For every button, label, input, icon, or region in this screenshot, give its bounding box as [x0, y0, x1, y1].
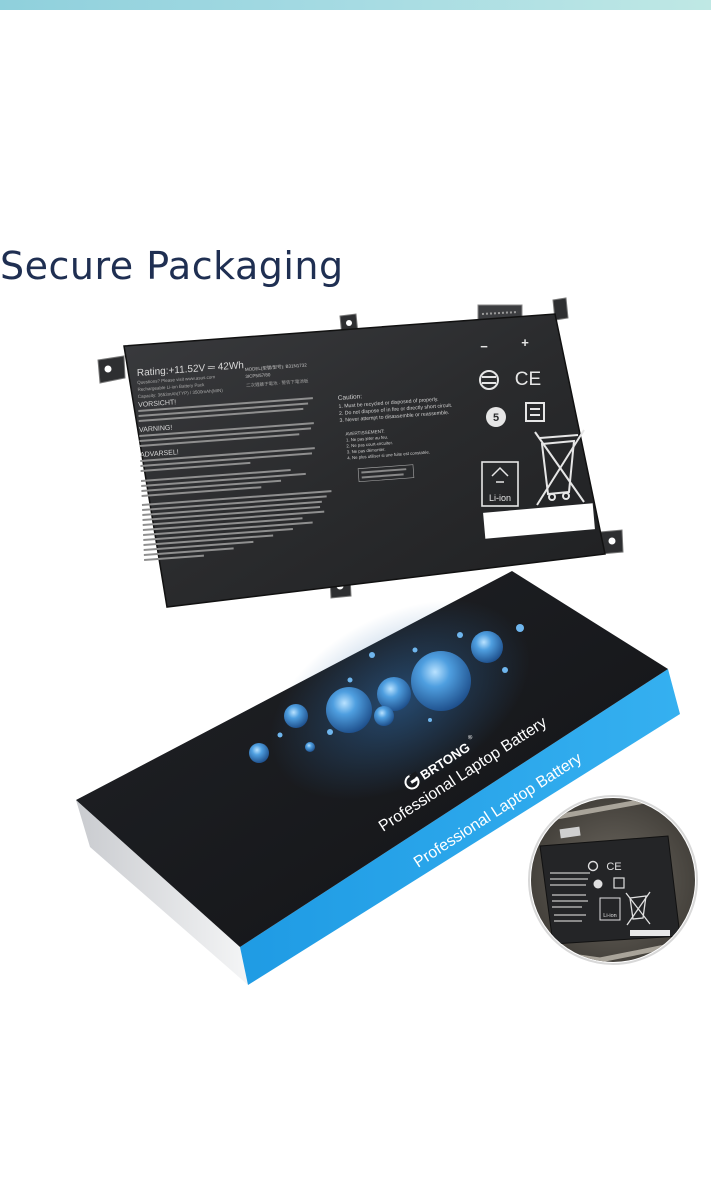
inset-li-ion-text: Li-ion [603, 913, 616, 919]
battery-body [123, 313, 606, 608]
certification-square-icon [525, 402, 545, 422]
battery-warning-lines [138, 397, 313, 422]
installed-battery-inset: CE Li-ion [528, 795, 698, 965]
bubble [277, 732, 283, 738]
battery-pack-type: Rechargeable Li-ion Battery Pack [137, 382, 205, 392]
bubble-graphics [249, 624, 524, 763]
battery-small-box [357, 464, 415, 482]
bubble [369, 652, 375, 658]
li-ion-text: Li-ion [489, 493, 511, 503]
recycle-5-icon: 5 [486, 407, 506, 427]
inset-weee-icon [625, 891, 651, 926]
battery-cell: 3ICP5/57/80 [245, 372, 271, 379]
bubble [471, 631, 503, 663]
top-accent-bar [0, 0, 711, 10]
svg-text:5: 5 [493, 412, 499, 424]
bubble [347, 677, 353, 683]
battery-plus-sign: + [521, 335, 529, 350]
battery-vorsicht: VORSICHT! [138, 399, 176, 409]
battery-av-1: 1. Ne pas jeter au feu. [346, 434, 389, 442]
bubble [412, 647, 418, 653]
battery-white-label [483, 503, 595, 539]
bubble [327, 729, 333, 735]
box-side-face [240, 669, 680, 985]
ce-mark-icon: CE [515, 369, 541, 390]
bubble [305, 742, 315, 752]
brand-registered-mark: ® [467, 733, 475, 742]
bubble [249, 743, 269, 763]
bubble [428, 718, 432, 722]
inset-rohs-icon [587, 860, 599, 872]
bubble [411, 651, 471, 711]
battery-capacity: Capacity: 3653mAh(TYP) / 3500mAh(MIN) [138, 388, 224, 399]
battery-avertissement: AVERTISSEMENT: [345, 429, 384, 437]
battery-minus-sign: − [480, 339, 488, 354]
battery-model: MODEL(型號/型号): B31N1732 [245, 361, 308, 373]
bubble [502, 667, 508, 673]
brtong-logo-icon [404, 771, 420, 790]
inset-certification-icon [613, 877, 625, 889]
bubble [457, 632, 463, 638]
battery-varning: VARNING! [139, 425, 173, 434]
bubble [516, 624, 524, 632]
page-title: Secure Packaging [0, 244, 344, 288]
battery-questions: Questions? Please visit www.asus.com [137, 374, 215, 385]
battery-advarsel: ADVARSEL! [140, 449, 179, 459]
battery-av-2: 2. Ne pas court-circuiter. [346, 440, 393, 448]
bubble [374, 706, 394, 726]
mounting-tabs [97, 297, 624, 599]
weee-bin-icon [534, 429, 585, 506]
li-ion-recycle-icon: Li-ion [481, 461, 519, 507]
inset-recycle-5-icon [593, 879, 603, 889]
rohs-icon [479, 370, 499, 390]
inset-li-ion-icon [599, 897, 621, 921]
bubble [284, 704, 308, 728]
battery-pack: Rating:+11.52V ═ 42Wh Questions? Please … [97, 297, 624, 608]
battery-cn-line: 二次鋰離子電池 · 警告下電池板 [246, 377, 309, 389]
inset-ce-mark: CE [606, 861, 621, 873]
battery-caution-title: Caution: [338, 393, 363, 402]
box-end-face [76, 800, 248, 985]
battery-av-3: 3. Ne pas démonter. [347, 447, 386, 455]
battery-icons: − + CE 5 Li-ion [479, 335, 595, 539]
battery-av-4: 4. Ne plus utiliser si une fuite est con… [347, 449, 430, 460]
bubble [326, 687, 372, 733]
bubble [377, 677, 411, 711]
